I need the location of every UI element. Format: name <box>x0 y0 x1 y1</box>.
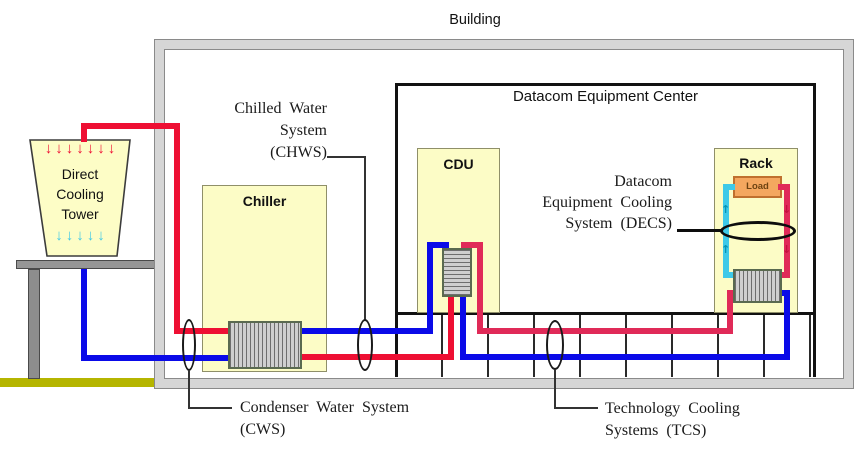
cws-label: Condenser Water System (CWS) <box>240 397 460 441</box>
cws-hot-pipe <box>174 328 229 334</box>
down-arrow-icon: ↓ <box>97 227 105 244</box>
rack-label: Rack <box>739 155 773 171</box>
chws-leader-line <box>364 156 366 320</box>
floor-tile-line <box>809 315 811 377</box>
chws-label-line: Chilled Water <box>234 100 327 117</box>
down-arrow-icon: ↓ <box>76 140 84 157</box>
down-arrow-icon: ↓ <box>107 140 116 157</box>
floor-tile-line <box>441 315 443 377</box>
load-box: Load <box>733 176 782 198</box>
cws-label-line: Condenser Water System <box>240 399 410 416</box>
chiller-label: Chiller <box>242 193 287 209</box>
chws-pump-icon <box>357 319 373 371</box>
tower-stand-leg <box>28 269 40 379</box>
cws-pump-icon <box>182 319 196 371</box>
tower-hot-air-arrows: ↓ ↓ ↓ ↓ ↓ ↓ ↓ <box>30 141 130 156</box>
chws-label-line: (CHWS) <box>270 144 327 161</box>
tcs-return-pipe <box>460 295 466 360</box>
floor-tile-line <box>763 315 765 377</box>
decs-hot-pipe <box>778 184 790 190</box>
datacom-equipment-center <box>395 83 816 377</box>
cws-hot-pipe <box>81 123 87 142</box>
up-arrow-icon: ↑ <box>721 243 731 256</box>
cdu-heat-exchanger <box>442 248 472 297</box>
down-arrow-icon: ↓ <box>76 227 84 244</box>
tower-label: Direct Cooling Tower <box>30 164 130 224</box>
raised-floor <box>395 312 816 315</box>
tower-cold-air-arrows: ↓ ↓ ↓ ↓ ↓ <box>30 228 130 243</box>
down-arrow-icon: ↓ <box>86 140 95 157</box>
down-arrow-icon: ↓ <box>55 227 63 244</box>
chws-label: Chilled Water System (CHWS) <box>180 98 327 164</box>
tcs-supply-pipe <box>727 290 733 334</box>
cooling-tower-shape <box>29 139 131 257</box>
down-arrow-icon: ↓ <box>44 140 53 157</box>
decs-hot-pipe <box>778 272 790 278</box>
decs-label: Datacom Equipment Cooling System (DECS) <box>520 171 672 234</box>
down-arrow-icon: ↓ <box>782 243 792 256</box>
building-label: Building <box>449 12 501 28</box>
up-arrow-icon: ↑ <box>721 203 731 216</box>
datacom-label: Datacom Equipment Center <box>512 88 699 105</box>
down-arrow-icon: ↓ <box>782 203 792 216</box>
chws-label-line: System <box>279 122 327 139</box>
tcs-supply-pipe <box>477 242 483 334</box>
tower-stand-top <box>16 260 155 269</box>
cws-hot-pipe <box>174 123 180 334</box>
floor-tile-line <box>625 315 627 377</box>
down-arrow-icon: ↓ <box>65 140 74 157</box>
down-arrow-icon: ↓ <box>65 227 74 244</box>
tcs-supply-pipe <box>461 242 483 248</box>
cdu-label: CDU <box>443 156 474 172</box>
tcs-pump-icon <box>546 320 564 370</box>
down-arrow-icon: ↓ <box>86 227 95 244</box>
decs-cold-pipe <box>723 184 735 190</box>
chiller-heat-exchanger <box>228 321 302 369</box>
floor-tile-line <box>579 315 581 377</box>
rack-heat-exchanger <box>733 269 782 303</box>
down-arrow-icon: ↓ <box>97 140 105 157</box>
decs-label-line: System (DECS) <box>565 215 672 232</box>
cws-hot-pipe <box>81 123 180 129</box>
decs-leader-line <box>677 229 721 232</box>
cdu-box: CDU <box>417 148 500 313</box>
tower-label-line: Direct <box>61 166 99 182</box>
decs-fan-icon <box>720 221 796 241</box>
chws-supply-pipe <box>427 242 449 248</box>
cws-leader-line <box>188 371 190 409</box>
floor-tile-line <box>671 315 673 377</box>
building-wall <box>155 40 853 388</box>
floor-tile-line <box>533 315 535 377</box>
tcs-supply-pipe <box>727 290 737 296</box>
tcs-label: Technology Cooling Systems (TCS) <box>605 398 785 442</box>
tower-label-line: Tower <box>61 206 99 222</box>
tcs-return-pipe <box>784 290 790 360</box>
cws-cold-pipe <box>81 355 229 361</box>
decs-label-line: Datacom <box>614 173 672 190</box>
chws-return-pipe <box>300 354 454 360</box>
floor-tile-line <box>487 315 489 377</box>
cws-label-line: (CWS) <box>240 421 286 438</box>
decs-label-line: Equipment Cooling <box>542 194 672 211</box>
tcs-label-line: Technology Cooling <box>605 400 740 417</box>
floor-tile-line <box>717 315 719 377</box>
tcs-supply-pipe <box>461 242 467 252</box>
tcs-leader-line <box>554 370 556 408</box>
chws-return-pipe <box>448 295 454 360</box>
tcs-supply-pipe <box>477 328 733 334</box>
chws-supply-pipe <box>427 242 433 334</box>
cws-cold-pipe <box>81 269 87 361</box>
tcs-leader-line <box>554 407 598 409</box>
down-arrow-icon: ↓ <box>55 140 63 157</box>
cws-leader-line <box>188 407 232 409</box>
tcs-return-pipe <box>460 354 790 360</box>
tower-label-line: Cooling <box>56 186 104 202</box>
chws-leader-line <box>327 156 366 158</box>
ground <box>0 378 156 387</box>
decs-cold-pipe <box>723 272 735 278</box>
chws-supply-pipe <box>443 242 449 252</box>
tcs-label-line: Systems (TCS) <box>605 422 707 439</box>
load-label: Load <box>746 181 769 192</box>
